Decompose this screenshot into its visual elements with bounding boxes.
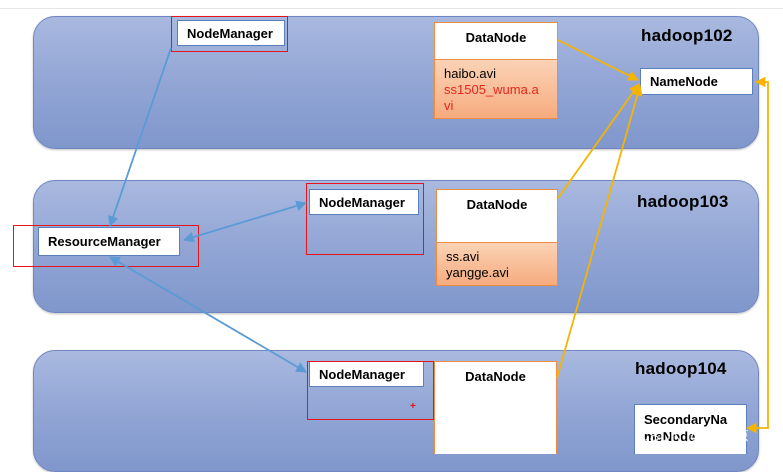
datanode-title: DataNode — [466, 197, 528, 212]
file-item: ss1505_wuma.a — [444, 82, 539, 97]
host-label-hadoop102: hadoop102 — [641, 26, 733, 45]
host-band-hadoop102 — [33, 16, 759, 149]
link-dn104-nn — [556, 84, 643, 379]
namenode-box: NameNode — [640, 68, 753, 95]
resourcemanager-box: ResourceManager — [38, 227, 180, 256]
top-divider — [0, 8, 783, 9]
datanode-hadoop103: DataNode ss.avi yangge.avi — [436, 189, 558, 286]
datanode-title: DataNode — [465, 369, 526, 384]
file-item: ss.avi — [446, 249, 480, 264]
secondary-namenode-label-line2: meNode — [644, 429, 696, 444]
file-item: vi — [444, 98, 454, 113]
watermark: CSDN @脑瓜凉 — [638, 428, 750, 445]
nodemanager-hadoop103: NodeManager — [309, 189, 419, 215]
highlight-box-nodemanager-hadoop102 — [171, 16, 288, 52]
nodemanager-hadoop102: NodeManager — [177, 20, 285, 46]
secondary-namenode-box: SecondaryNa meNode — [634, 404, 747, 454]
link-rm-nm103 — [182, 200, 308, 243]
file-item: yangge.avi — [446, 265, 509, 280]
link-snn-nn — [745, 76, 769, 434]
host-label-hadoop103: hadoop103 — [637, 192, 729, 211]
link-rm-nm102 — [108, 47, 172, 228]
connector-layer — [108, 39, 769, 434]
highlight-box-nodemanager-hadoop104 — [307, 361, 434, 420]
host-label-hadoop104: hadoop104 — [635, 359, 727, 378]
link-dn102-nn — [557, 39, 639, 81]
secondary-namenode-label-line1: SecondaryNa — [644, 412, 728, 427]
datanode-title: DataNode — [465, 30, 527, 45]
highlight-box-resourcemanager — [13, 225, 199, 267]
datanode-files-hadoop103: ss.avi yangge.avi — [437, 242, 557, 285]
file-item: haibo.avi — [444, 66, 497, 81]
datanode-hadoop104: DataNode — [434, 361, 557, 454]
plus-mark: + — [410, 401, 416, 412]
datanode-hadoop102: DataNode haibo.avi ss1505_wuma.a vi — [434, 22, 558, 119]
link-dn103-nn — [557, 83, 640, 199]
nodemanager-hadoop104: NodeManager — [309, 361, 424, 387]
datanode-files-hadoop102: haibo.avi ss1505_wuma.a vi — [435, 59, 557, 118]
link-rm-nm104 — [109, 256, 307, 373]
